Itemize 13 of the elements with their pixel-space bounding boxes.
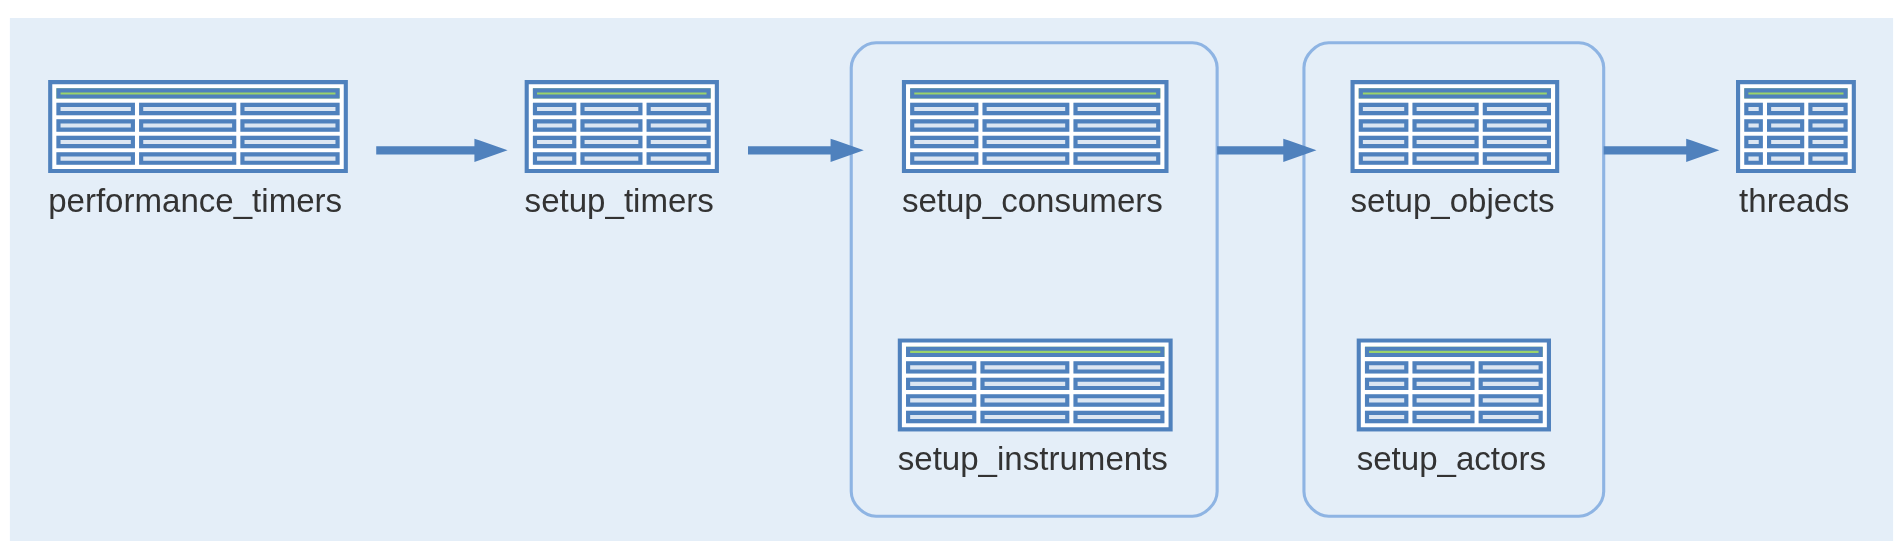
node-label: setup_objects [1349, 181, 1554, 219]
node-label: setup_instruments [897, 439, 1168, 477]
cluster [849, 40, 1219, 518]
arrow [747, 138, 864, 162]
node-label: performance_timers [47, 181, 342, 219]
node-label: setup_timers [524, 181, 714, 219]
node-label: setup_actors [1356, 439, 1546, 477]
node-label: threads [1738, 181, 1849, 219]
arrow [375, 138, 508, 162]
arrow [1216, 138, 1316, 162]
node-label: setup_consumers [901, 181, 1163, 219]
arrow [1603, 138, 1719, 162]
cluster [1301, 40, 1605, 518]
